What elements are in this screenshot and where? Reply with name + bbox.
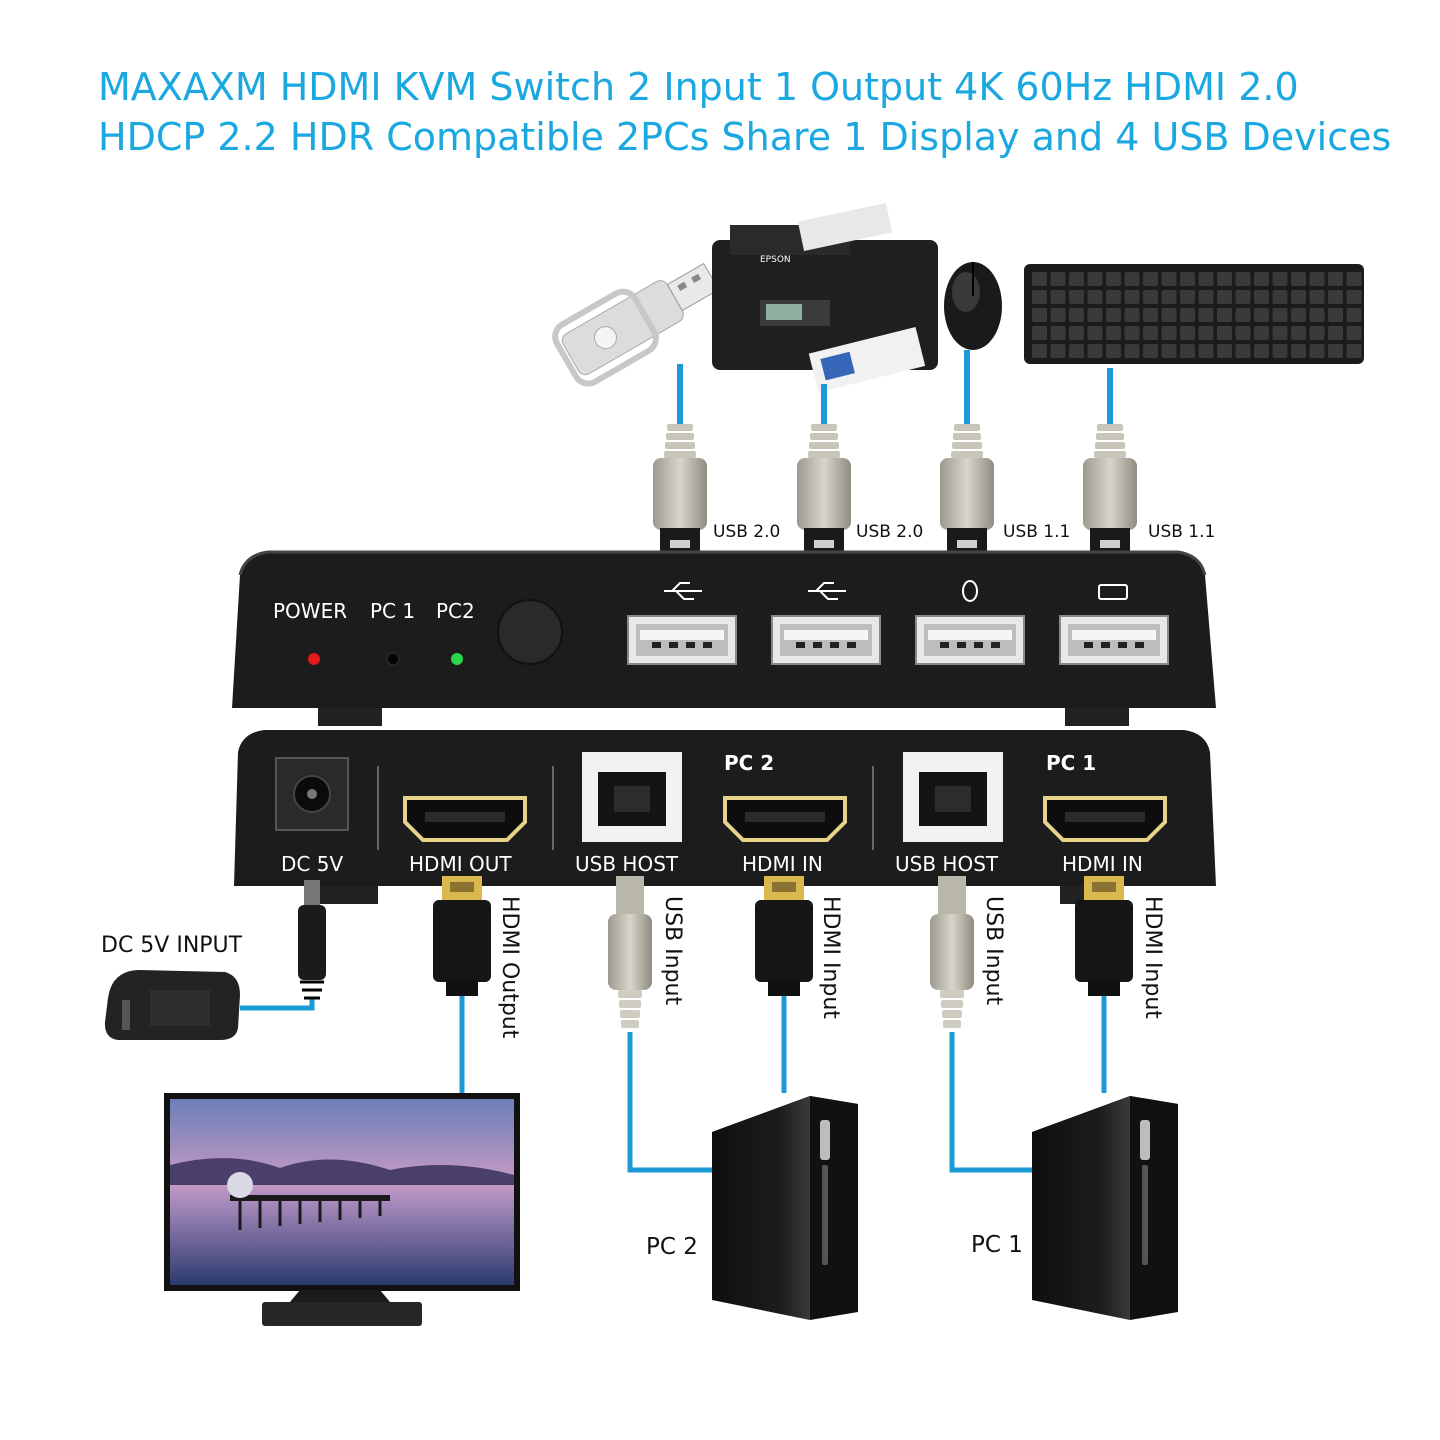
pc1-led <box>386 652 400 666</box>
kvm-rear-panel: PC 2 PC 1 DC 5V HDMI OUT USB HOST HDMI I… <box>234 730 1216 904</box>
usb-label-3: USB 1.1 <box>1003 522 1070 542</box>
printer-brand: EPSON <box>760 255 791 265</box>
usb-a-port-4[interactable] <box>1059 615 1169 665</box>
hdmi-input-plug-pc1 <box>1075 876 1133 996</box>
usb-host-pc1-label: USB HOST <box>895 852 999 876</box>
pc2-name: PC 2 <box>646 1234 698 1260</box>
pc2-label: PC2 <box>436 599 475 623</box>
dc-input-label: DC 5V INPUT <box>101 933 243 958</box>
pc2-led <box>451 653 463 665</box>
usb-version-labels: USB 2.0 USB 2.0 USB 1.1 USB 1.1 <box>713 522 1215 542</box>
usb-host-pc2-label: USB HOST <box>575 852 679 876</box>
power-adapter <box>104 970 240 1040</box>
hdmi-output-plug <box>433 876 491 996</box>
pc1-tower <box>1032 1096 1178 1320</box>
keyboard <box>1024 264 1364 364</box>
usb-flash-drive <box>552 262 720 387</box>
usb-a-plug-2 <box>797 424 851 568</box>
usb-input-pc2-label: USB Input <box>660 896 685 1005</box>
usb-b-plug-pc2 <box>608 876 652 1028</box>
hdmi-input-plug-pc2 <box>755 876 813 996</box>
power-led <box>308 653 320 665</box>
usb-b-port-pc2 <box>582 752 682 842</box>
usb-a-port-1[interactable] <box>627 615 737 665</box>
display-tv <box>164 1093 520 1326</box>
usb-label-1: USB 2.0 <box>713 522 780 542</box>
hdmi-in-pc1-label: HDMI IN <box>1062 852 1143 876</box>
usb-a-plug-3 <box>940 424 994 568</box>
pc2-tower <box>712 1096 858 1320</box>
hdmi-input-pc1-label: HDMI Input <box>1140 896 1165 1019</box>
hdmi-output-label: HDMI Output <box>497 896 522 1039</box>
hdmi-in-pc2-label: HDMI IN <box>742 852 823 876</box>
usb-a-plug-1 <box>653 424 707 568</box>
dc-label: DC 5V <box>281 852 343 876</box>
title: MAXAXM HDMI KVM Switch 2 Input 1 Output … <box>98 62 1398 162</box>
power-label: POWER <box>273 599 347 623</box>
pc1-label: PC 1 <box>370 599 415 623</box>
switch-button[interactable] <box>497 599 563 665</box>
usb-symbol-icons <box>664 580 1128 602</box>
usb-input-pc1-label: USB Input <box>981 896 1006 1005</box>
usb-a-plug-4 <box>1083 424 1137 568</box>
usb-device-cables <box>677 350 1113 430</box>
title-line-2: HDCP 2.2 HDR Compatible 2PCs Share 1 Dis… <box>98 115 1392 159</box>
hdmi-in-pc2-port[interactable] <box>723 796 847 842</box>
printer: EPSON <box>712 202 938 393</box>
hdmi-input-pc2-label: HDMI Input <box>818 896 843 1019</box>
title-line-1: MAXAXM HDMI KVM Switch 2 Input 1 Output … <box>98 65 1299 109</box>
hdmi-out-port[interactable] <box>403 796 527 842</box>
usb-label-2: USB 2.0 <box>856 522 923 542</box>
pc2-header: PC 2 <box>724 751 774 775</box>
kvm-front-panel: POWER PC 1 PC2 <box>232 550 1216 726</box>
usb-a-port-3[interactable] <box>915 615 1025 665</box>
usb-a-plugs <box>653 424 1137 568</box>
hdmi-in-pc1-port[interactable] <box>1043 796 1167 842</box>
pc1-name: PC 1 <box>971 1232 1023 1258</box>
pc1-header: PC 1 <box>1046 751 1096 775</box>
lower-cables <box>240 995 1107 1173</box>
mouse <box>944 262 1002 350</box>
usb-b-port-pc1 <box>903 752 1003 842</box>
usb-label-4: USB 1.1 <box>1148 522 1215 542</box>
hdmi-out-label: HDMI OUT <box>409 852 512 876</box>
usb-b-plug-pc1 <box>930 876 974 1028</box>
usb-a-port-2[interactable] <box>771 615 881 665</box>
dc-plug <box>298 880 326 1000</box>
cable-labels: HDMI Output USB Input HDMI Input USB Inp… <box>497 896 1165 1039</box>
